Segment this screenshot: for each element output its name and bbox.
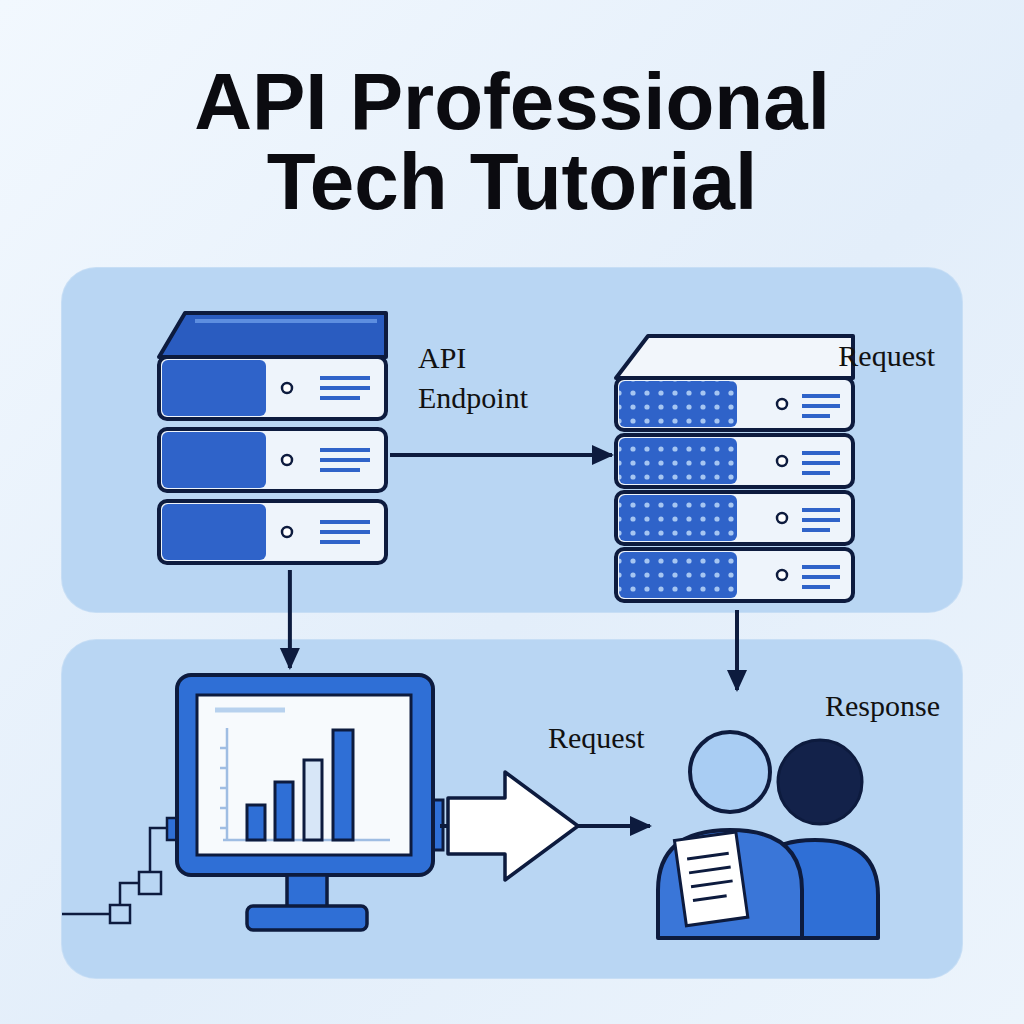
client-node <box>175 668 440 938</box>
server-slab-part <box>159 501 386 563</box>
edge-label: API Endpoint <box>418 338 568 418</box>
server-slab-part <box>162 360 266 416</box>
server-slab-part <box>616 549 853 601</box>
server-slab-part <box>619 552 737 598</box>
server-slab-part <box>159 429 386 491</box>
server-slab-part <box>777 513 787 523</box>
document-icon <box>674 832 747 926</box>
group-band: Request <box>62 268 962 612</box>
person-front <box>658 732 802 938</box>
server-slab-part <box>616 492 853 544</box>
cable-part <box>110 905 130 923</box>
bar-chart-part <box>304 760 322 840</box>
user-node: Response <box>650 690 940 940</box>
server-slab-part <box>282 455 292 465</box>
server-slab-part <box>802 567 840 587</box>
server-slab-part <box>159 357 386 419</box>
server-slab-part <box>320 522 370 542</box>
node-label: Request <box>838 338 935 374</box>
server-slab-part <box>616 435 853 487</box>
server-top-part <box>195 319 377 323</box>
server-top-part <box>616 336 853 378</box>
server-top <box>616 336 853 378</box>
person-front-part <box>658 830 802 938</box>
server-slab-part <box>616 378 853 430</box>
bar-chart-part <box>215 708 285 713</box>
server-slab <box>616 435 853 487</box>
server-slab-part <box>802 396 840 416</box>
server-top <box>159 313 386 357</box>
cable-part <box>139 872 161 894</box>
server-slab-part <box>619 495 737 541</box>
server-slab-part <box>162 432 266 488</box>
server-slab <box>159 429 386 491</box>
server-slab <box>159 501 386 563</box>
server-slab-part <box>616 492 853 544</box>
server-slab-part <box>162 504 266 560</box>
server-slab <box>616 378 853 430</box>
server-slab <box>159 357 386 419</box>
server-slab-part <box>777 399 787 409</box>
diagram-title: API Professional Tech Tutorial <box>132 62 892 222</box>
monitor-base <box>247 906 367 930</box>
bar-chart-part <box>220 728 227 840</box>
server-slab-part <box>802 510 840 530</box>
bar-chart-part <box>247 805 265 840</box>
server-slab-part <box>777 570 787 580</box>
server-slab-part <box>616 435 853 487</box>
server-slab-part <box>777 456 787 466</box>
connector-arrow <box>288 570 292 668</box>
server-slab <box>616 549 853 601</box>
bar-chart <box>215 710 390 840</box>
server-slab-part <box>320 450 370 470</box>
document-icon-part <box>687 853 734 900</box>
monitor-stand <box>287 875 327 908</box>
document-icon-part <box>674 832 747 926</box>
server-slab-part <box>802 453 840 473</box>
edge-label: Request <box>548 718 688 758</box>
connector-arrow <box>735 610 739 690</box>
server-slab-part <box>616 378 853 430</box>
people-icon <box>650 690 940 940</box>
node-label: Response <box>825 688 940 724</box>
server-slab-part <box>619 381 737 427</box>
server-slab-part <box>320 378 370 398</box>
server-slab-part <box>616 549 853 601</box>
person-front-part <box>690 732 770 812</box>
server-slab-part <box>282 527 292 537</box>
connector-arrow <box>390 453 612 457</box>
monitor-frame <box>177 675 433 875</box>
server-slab-part <box>159 501 386 563</box>
server-top-part <box>159 313 386 357</box>
server-slab-part <box>159 429 386 491</box>
bar-chart-part <box>333 730 353 840</box>
server-slab-part <box>159 357 386 419</box>
person-back-part <box>778 740 862 824</box>
monitor-icon <box>175 668 440 938</box>
server-slab-part <box>619 438 737 484</box>
server-slab-part <box>282 383 292 393</box>
server-slab <box>616 492 853 544</box>
cable-part <box>62 913 110 916</box>
monitor-screen <box>197 695 411 855</box>
server-node <box>155 305 390 570</box>
server-node: Request <box>612 330 935 610</box>
bar-chart-part <box>275 782 293 840</box>
server-stack <box>155 305 390 570</box>
